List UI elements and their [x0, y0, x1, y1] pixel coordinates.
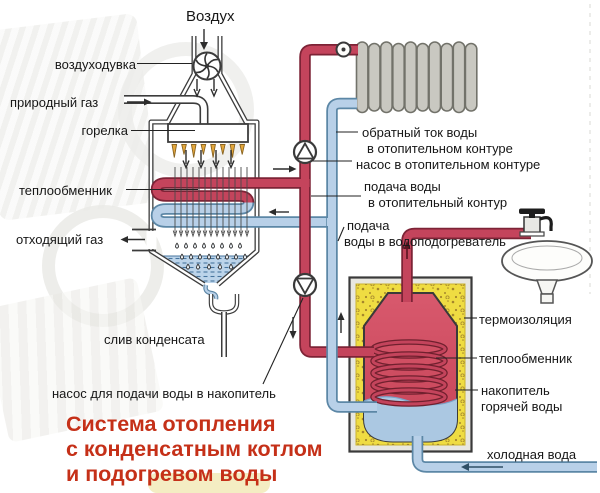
hot-water-pipes	[299, 43, 531, 358]
gas-pipe	[124, 95, 209, 127]
burner-box	[167, 123, 249, 143]
fan-icon	[192, 51, 222, 81]
flue-outlet	[132, 228, 157, 252]
faucet-icon	[519, 208, 553, 237]
radiator-icon	[355, 41, 478, 114]
air-intake-arrows	[193, 79, 218, 98]
tank-coil	[370, 339, 448, 407]
condensing-boiler	[124, 36, 334, 357]
flue-gas-streamlines	[172, 167, 250, 238]
leader-lines	[126, 62, 478, 391]
background-photo-smudge	[148, 473, 270, 493]
combustion-flow-arrows	[182, 150, 235, 170]
pump-icon	[292, 139, 318, 165]
boiler-heat-exchanger-coil	[150, 177, 334, 228]
condensate-drain-trap	[203, 284, 240, 357]
hot-water-storage-tank	[348, 276, 473, 453]
pump-icon-storage	[292, 272, 318, 298]
flame-icon	[171, 144, 246, 158]
return-water-pipe	[326, 97, 377, 413]
sink-icon	[501, 240, 593, 304]
flow-arrows	[120, 29, 503, 471]
background-dotted-line	[589, 4, 591, 294]
air-vent-icon	[335, 41, 352, 58]
tank-water	[364, 396, 457, 442]
cold-water-pipe	[411, 436, 597, 473]
